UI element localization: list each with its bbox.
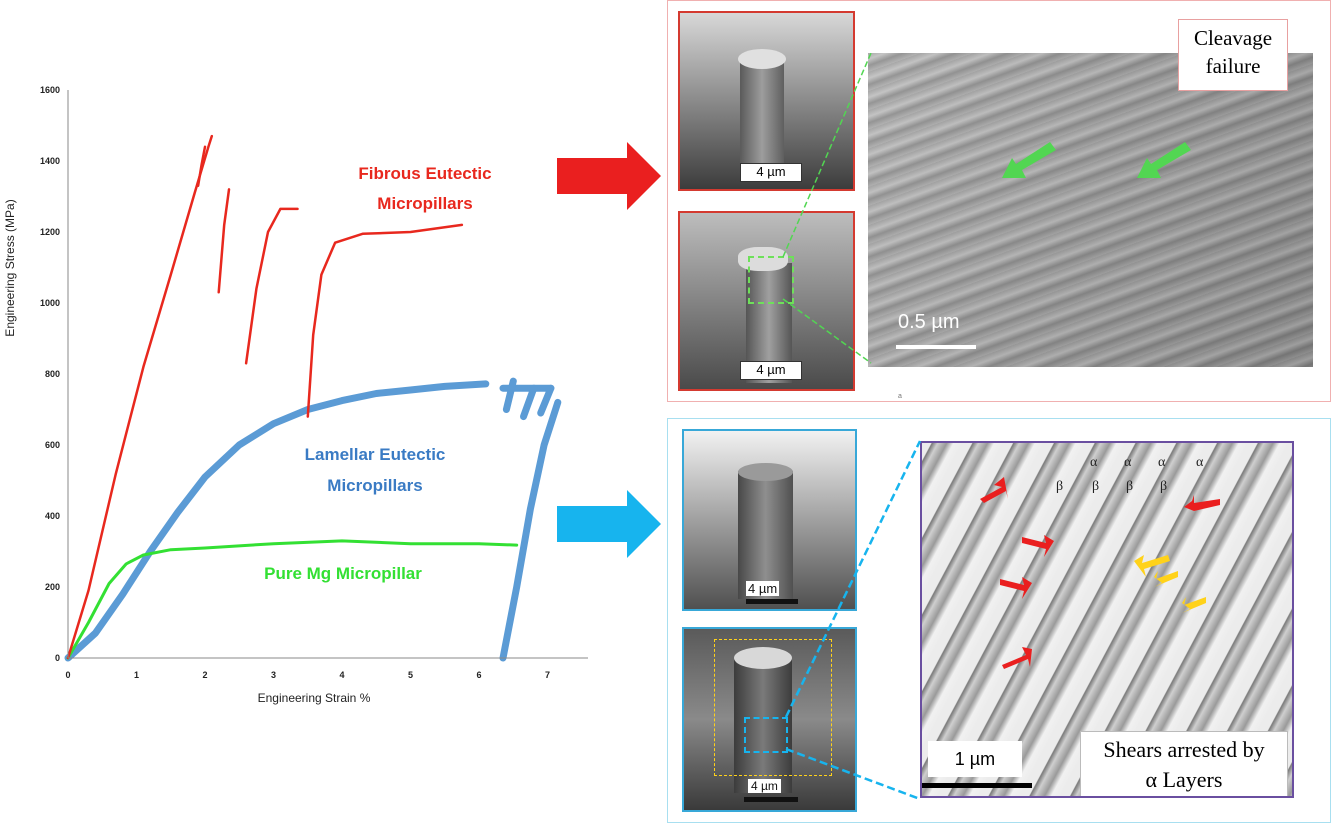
lamellar-label-line1: Lamellar Eutectic [305, 445, 446, 464]
x-tick-label: 7 [545, 670, 550, 680]
cleavage-caption: Cleavage failure [1178, 19, 1288, 91]
x-tick-label: 1 [134, 670, 139, 680]
pillar-shape [734, 657, 792, 793]
zoom-connector [784, 440, 922, 801]
plot-area [64, 134, 562, 662]
tem-scale-label: 1 µm [928, 741, 1022, 777]
series-segment [196, 145, 207, 188]
red-arrow-icon [980, 477, 1220, 669]
y-tick-label: 800 [45, 369, 60, 379]
series-segment [520, 384, 538, 421]
alpha-label: α [1124, 455, 1132, 470]
x-axis-title: Engineering Strain % [258, 691, 371, 705]
scale-text: 4 µm [756, 164, 786, 179]
zoom-box [744, 717, 788, 753]
fibrous-label-line2: Micropillars [377, 194, 472, 213]
red-arrow-icon [557, 142, 661, 210]
y-tick-label: 600 [45, 440, 60, 450]
x-tick-label: 5 [408, 670, 413, 680]
x-tick-labels: 0 1 2 3 4 5 6 7 [65, 670, 550, 680]
fibrous-sem-before: 4 µm [678, 11, 855, 191]
y-tick-label: 400 [45, 511, 60, 521]
pillar-shape [738, 471, 793, 599]
y-tick-label: 1400 [40, 156, 60, 166]
tem-scale-label: 0.5 µm [898, 311, 960, 333]
alpha-label: α [1196, 455, 1204, 470]
y-tick-label: 1000 [40, 298, 60, 308]
series-pure-mg-micropillar [66, 539, 519, 660]
fibrous-sem-after: 4 µm [678, 211, 855, 391]
series-fibrous-eutectic-micropillars [66, 134, 464, 660]
scale-bar [746, 599, 798, 604]
scale-text: 4 µm [756, 362, 786, 377]
x-tick-label: 0 [65, 670, 70, 680]
zoom-connector [782, 52, 872, 364]
pillar-top [738, 49, 786, 69]
caption-line: Cleavage [1193, 26, 1273, 50]
lamellar-tem-image: α α α α β β β β 1 µm Shears arrested by [920, 441, 1294, 798]
caption-line: Shears arrested by [1103, 737, 1265, 762]
scale-label-4um: 4 µm [740, 361, 802, 380]
y-tick-label: 1600 [40, 85, 60, 95]
alpha-label: α [1090, 455, 1098, 470]
yellow-zoom-box [714, 639, 832, 776]
series-lamellar-eutectic-micropillars [64, 377, 562, 662]
y-tick-label: 200 [45, 582, 60, 592]
zoom-box [748, 256, 794, 304]
series-segment [499, 398, 562, 662]
x-tick-label: 2 [202, 670, 207, 680]
beta-label: β [1092, 479, 1100, 494]
x-tick-label: 4 [339, 670, 344, 680]
tem-scale-bar [896, 345, 976, 349]
green-arrow-icon [1002, 142, 1056, 178]
puremg-label: Pure Mg Micropillar [264, 564, 422, 583]
beta-label: β [1126, 479, 1134, 494]
caption-line: failure [1205, 54, 1261, 78]
beta-label: β [1056, 479, 1064, 494]
y-tick-labels: 0 200 400 600 800 1000 1200 1400 1600 [40, 85, 60, 663]
shears-caption: Shears arrested by α Layers [1080, 731, 1288, 796]
series-segment [244, 207, 299, 365]
lamellar-label-line2: Micropillars [327, 476, 422, 495]
alpha-label: α [1158, 455, 1166, 470]
series-segment [66, 134, 214, 660]
x-tick-label: 3 [271, 670, 276, 680]
series-segment [217, 188, 231, 294]
series-segment [66, 539, 519, 660]
fibrous-panel: 4 µm 4 µm 0.5 µm Cleavage failure a [667, 0, 1331, 402]
lamellar-sem-before: 4 µm [682, 429, 857, 611]
scale-text: 4 µm [748, 779, 781, 793]
series-segment [64, 380, 490, 662]
pillar-top [738, 247, 788, 271]
pillar-top [734, 647, 792, 669]
stray-mark: a [898, 393, 902, 400]
fibrous-tem-image: 0.5 µm [868, 53, 1313, 367]
cyan-arrow-icon [557, 490, 661, 558]
lamellar-sem-after: 4 µm [682, 627, 857, 812]
scale-text: 4 µm [746, 581, 780, 596]
scale-bar [744, 797, 798, 802]
series-segment [537, 384, 555, 417]
scale-label-4um: 4 µm [740, 163, 802, 182]
x-tick-label: 6 [476, 670, 481, 680]
pillar-shape [740, 58, 784, 178]
lamellar-panel: 4 µm 4 µm α α α α β β β β [667, 418, 1331, 823]
yellow-arrow-icon [1134, 555, 1206, 613]
series-segment [502, 377, 517, 413]
fibrous-label-line1: Fibrous Eutectic [358, 164, 491, 183]
tem-scale-bar [922, 783, 1032, 788]
y-tick-label: 0 [55, 653, 60, 663]
beta-label: β [1160, 479, 1168, 494]
stress-strain-chart: 0 200 400 600 800 1000 1200 1400 1600 0 1 2 3 4 5 6 7 E… [3, 85, 588, 705]
caption-line: α Layers [1145, 767, 1223, 792]
green-arrow-icon [1137, 142, 1191, 178]
series-labels: Fibrous Eutectic Micropillars Lamellar E… [264, 164, 491, 583]
defect-arrows [980, 477, 1220, 669]
y-axis-title: Engineering Stress (MPa) [3, 199, 17, 336]
series-segment [306, 223, 464, 418]
y-tick-label: 1200 [40, 227, 60, 237]
pillar-top [738, 463, 793, 481]
